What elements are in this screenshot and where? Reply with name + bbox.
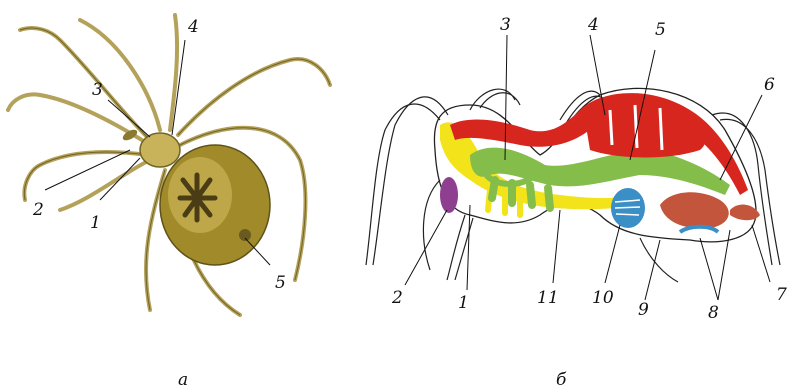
spider-illustration bbox=[8, 15, 330, 315]
fig-b-label-10: 10 bbox=[592, 288, 614, 308]
fig-a-label-4: 4 bbox=[187, 17, 199, 37]
fig-a-caption: а bbox=[178, 370, 188, 390]
fig-b-label-11: 11 bbox=[537, 288, 559, 308]
abdomen-cross-pattern bbox=[180, 175, 215, 220]
poison-gland bbox=[440, 177, 458, 213]
fig-b-label-6: 6 bbox=[764, 75, 775, 95]
fig-a-label-2: 2 bbox=[32, 200, 44, 220]
fig-a-label-1: 1 bbox=[90, 213, 101, 233]
fig-a-label-5: 5 bbox=[275, 273, 286, 293]
fig-b-label-1: 1 bbox=[458, 293, 469, 313]
fig-b-label-7: 7 bbox=[776, 285, 787, 305]
cephalothorax bbox=[140, 133, 180, 167]
fig-b-label-8: 8 bbox=[708, 303, 719, 323]
fig-b-label-2: 2 bbox=[391, 288, 403, 308]
fig-b-label-4: 4 bbox=[587, 15, 599, 35]
fig-b-label-5: 5 bbox=[655, 20, 666, 40]
fig-b-caption: б bbox=[556, 370, 567, 390]
abdomen-spot bbox=[239, 229, 251, 241]
fig-b-label-3: 3 bbox=[500, 15, 511, 35]
fig-b-label-9: 9 bbox=[638, 300, 649, 320]
fig-a-label-3: 3 bbox=[92, 80, 103, 100]
anatomy-diagram bbox=[366, 88, 780, 282]
